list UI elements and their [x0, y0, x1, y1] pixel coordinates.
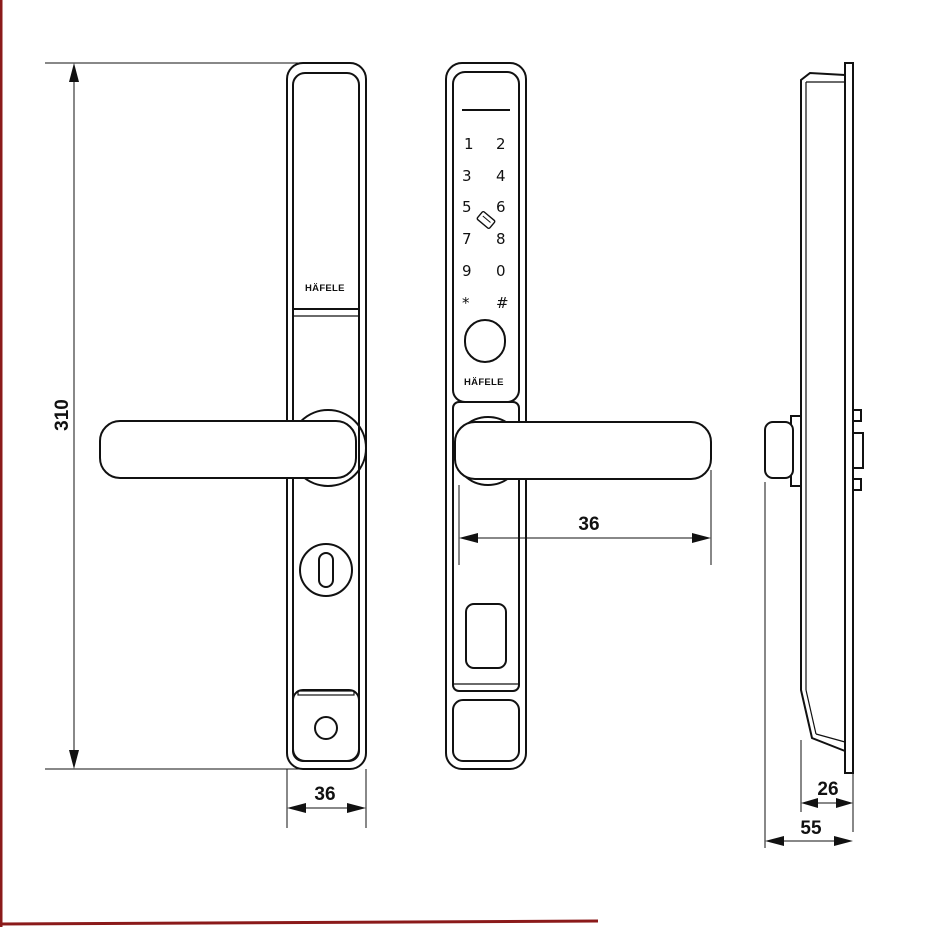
front-bottom-cap-rim	[297, 690, 355, 696]
front-cylinder-rose	[299, 543, 353, 597]
key-hash[interactable]: #	[496, 294, 509, 312]
key-8[interactable]: 8	[496, 230, 506, 248]
height-label: 310	[52, 399, 73, 431]
keypad-keys: 1 2 3 4 5 6 7 8 9 0 * #	[462, 135, 509, 312]
side-body-profile	[800, 71, 846, 752]
rfid-card-icon	[476, 210, 496, 230]
key-2[interactable]: 2	[496, 135, 506, 153]
front-screw-hole	[314, 716, 338, 740]
key-9[interactable]: 9	[462, 262, 472, 280]
plate-width-label: 36	[314, 784, 335, 805]
key-0[interactable]: 0	[496, 262, 506, 280]
keypad-lever-handle	[454, 421, 712, 480]
key-star[interactable]: *	[462, 294, 470, 312]
handle-projection-dimension: 36	[458, 470, 712, 565]
key-7[interactable]: 7	[462, 230, 472, 248]
keypad-bottom-cap	[452, 699, 520, 762]
front-lever-handle	[99, 420, 357, 479]
fingerprint-sensor[interactable]	[464, 319, 506, 363]
handle-projection-label: 36	[578, 514, 599, 535]
key-4[interactable]: 4	[496, 167, 506, 185]
keypad-lower-panel	[452, 401, 520, 692]
side-depth-small-dimension: 26	[800, 740, 854, 832]
plate-width-dimension: 36	[286, 769, 367, 828]
front-view: HÄFELE	[99, 62, 367, 770]
front-bottom-cap	[292, 689, 360, 762]
keypad-brand-logo: HÄFELE	[464, 377, 504, 388]
side-depth-total-dimension: 55	[764, 482, 853, 848]
side-view	[764, 62, 864, 774]
side-depth-total-label: 55	[800, 818, 822, 839]
emergency-key-cover[interactable]	[465, 603, 507, 669]
side-latch-top	[852, 409, 862, 422]
side-faceplate	[844, 62, 854, 774]
height-dimension: 310	[45, 62, 300, 770]
side-latch-bottom	[852, 478, 862, 491]
page-bottom-accent	[0, 919, 599, 926]
front-plate-outer	[286, 62, 367, 770]
key-6[interactable]: 6	[496, 198, 506, 216]
side-depth-small-label: 26	[817, 779, 838, 800]
keypad-view: 1 2 3 4 5 6 7 8 9 0 * # HÄFELE	[445, 62, 712, 770]
key-1[interactable]: 1	[464, 135, 474, 153]
key-3[interactable]: 3	[462, 167, 472, 185]
side-handle-end	[764, 421, 794, 479]
key-5[interactable]: 5	[462, 198, 472, 216]
front-brand-logo: HÄFELE	[305, 283, 345, 294]
keypad-plate-outer	[445, 62, 527, 770]
front-keyhole	[318, 552, 334, 588]
side-latch-bolt	[852, 432, 864, 469]
